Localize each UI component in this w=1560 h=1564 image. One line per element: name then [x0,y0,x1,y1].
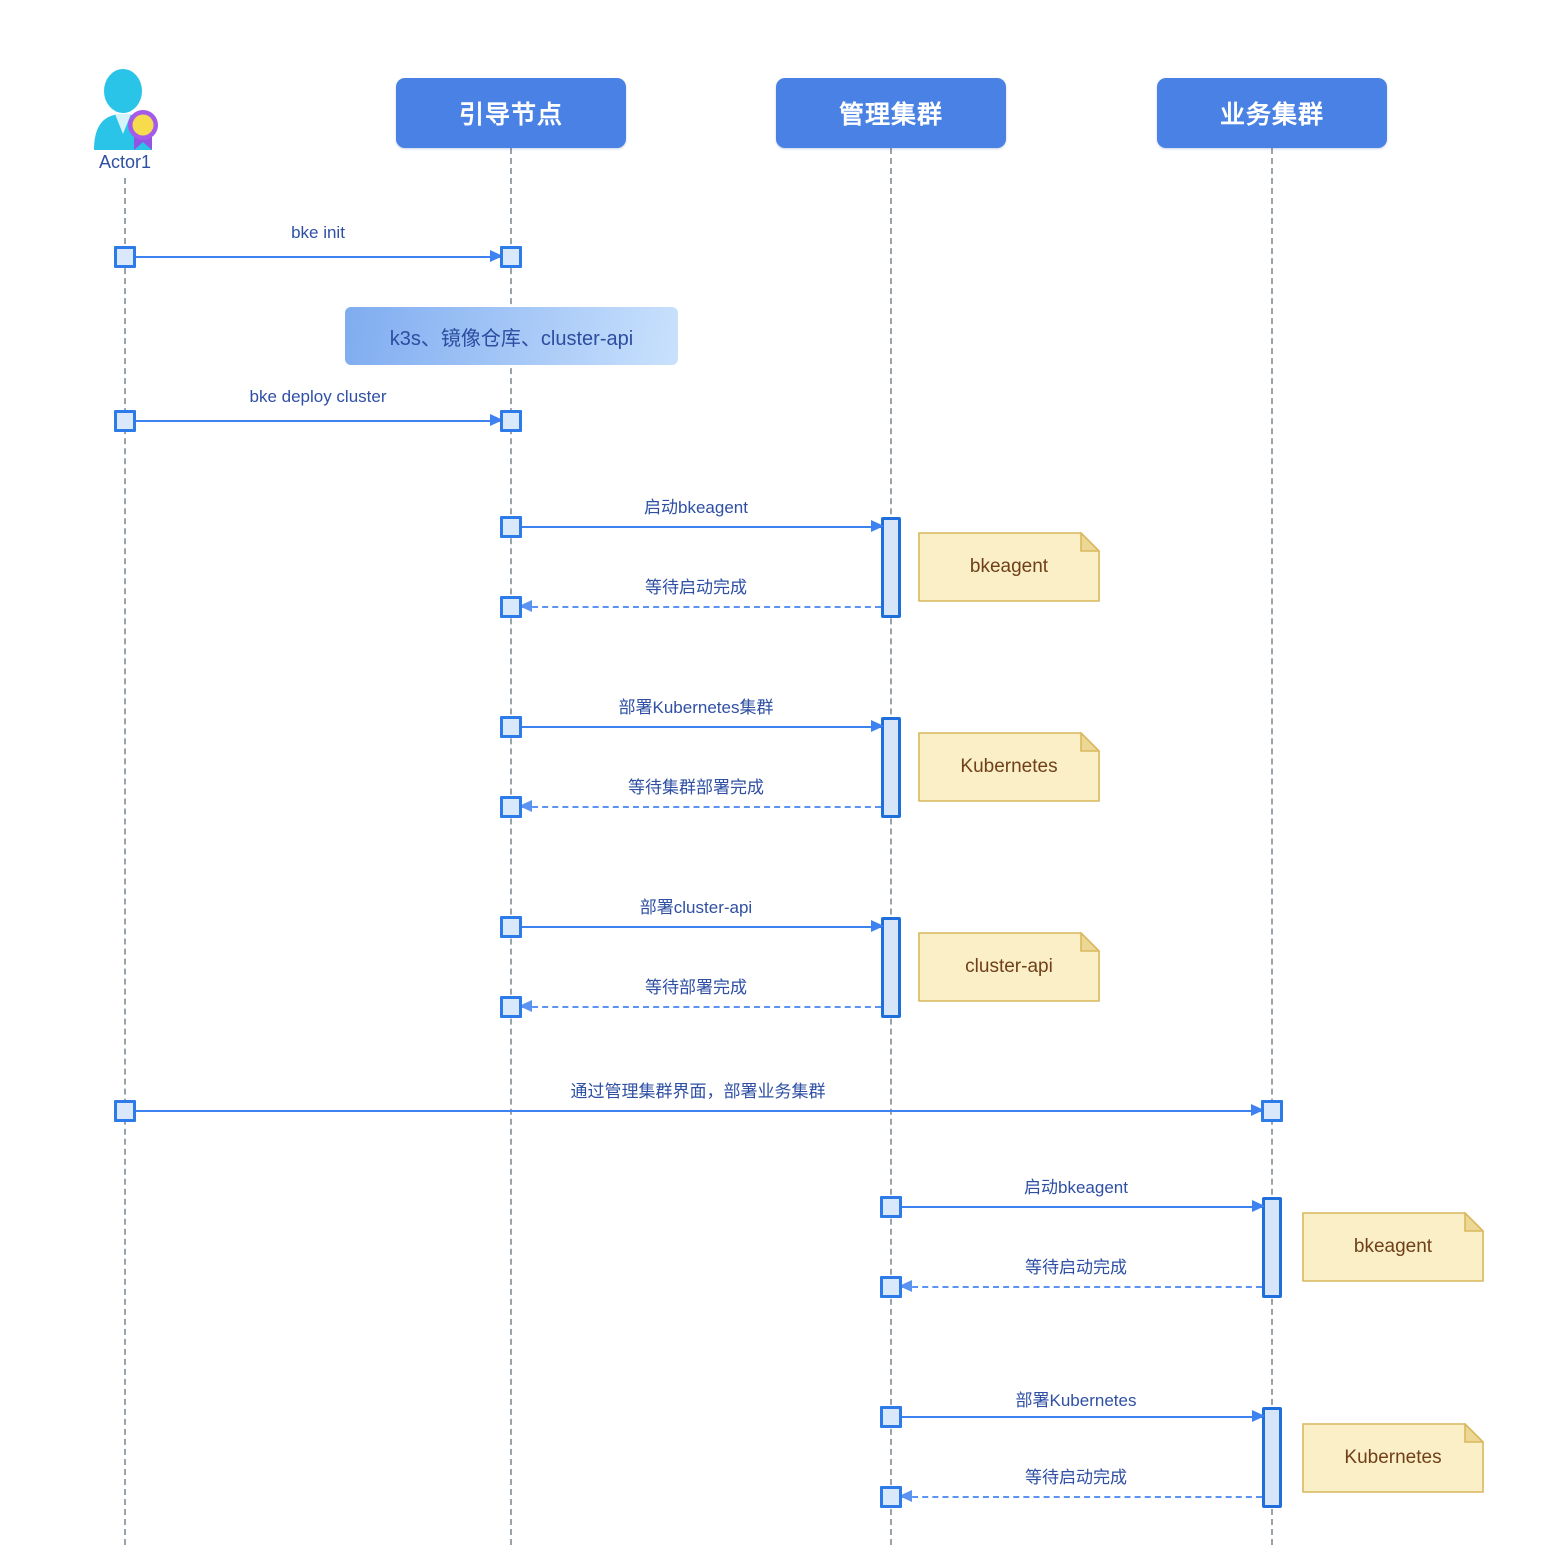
activation-square [880,1276,902,1298]
note-fold-icon [1080,532,1100,552]
arrowhead-icon [490,414,503,426]
activation-square [500,796,522,818]
arrowhead-icon [519,1000,532,1012]
note-text: bkeagent [969,556,1049,577]
arrowhead-icon [1252,1200,1265,1212]
activation-square [880,1196,902,1218]
message-label: 等待部署完成 [645,978,747,997]
message-arrow [899,1490,1262,1502]
note-text: cluster-api [965,956,1053,977]
lifeline-mgmt-cluster [890,148,892,1545]
participant-label: 引导节点 [458,101,563,129]
activation-bar-biz-1 [1262,1197,1282,1298]
activation-bar-mgmt-3 [881,917,901,1018]
activation-bar-mgmt-2 [881,717,901,818]
message-arrow [522,520,884,532]
note-fold-icon [1464,1212,1484,1232]
activation-square [500,916,522,938]
activation-square [880,1406,902,1428]
note-kubernetes-1: Kubernetes [918,732,1100,802]
note-boot-components: k3s、镜像仓库、cluster-api [345,307,678,365]
arrowhead-icon [899,1490,912,1502]
message-arrow [522,720,884,732]
actor-icon [94,69,158,150]
note-shape [918,532,1100,602]
activation-square [1261,1100,1283,1122]
message-label: bke init [291,223,345,242]
message-arrow [136,414,503,426]
badge-medal [132,114,154,136]
message-arrow [519,1000,881,1012]
note-fold-icon [1080,732,1100,752]
message-arrow [899,1280,1262,1292]
message-arrow [519,800,881,812]
arrowhead-icon [519,800,532,812]
note-shape [918,932,1100,1002]
participant-label: 业务集群 [1219,101,1324,129]
note-shape [1302,1212,1484,1282]
message-label: 等待启动完成 [1025,1258,1127,1277]
actor-label: Actor1 [98,152,152,172]
participant-label: 管理集群 [838,101,943,129]
message-label: 启动bkeagent [644,498,748,517]
activation-bar-mgmt-1 [881,517,901,618]
message-label: 等待集群部署完成 [628,778,764,797]
activation-square [500,996,522,1018]
activation-square [500,246,522,268]
message-label: 部署cluster-api [639,898,753,917]
message-label: bke deploy cluster [249,387,387,406]
message-arrow [902,1200,1265,1212]
actor-collar [115,114,131,134]
participant-mgmt-cluster: 管理集群 [776,78,1006,148]
message-label: 等待启动完成 [1025,1468,1127,1487]
activation-square [500,516,522,538]
arrowhead-icon [490,250,503,262]
message-label: 部署Kubernetes [1015,1391,1137,1410]
note-bkeagent-1: bkeagent [918,532,1100,602]
note-fold-icon [1080,932,1100,952]
note-text: Kubernetes [960,756,1058,777]
message-arrow [522,920,884,932]
arrowhead-icon [1251,1104,1264,1116]
arrowhead-icon [871,920,884,932]
note-text: k3s、镜像仓库、cluster-api [389,327,634,350]
note-cluster-api: cluster-api [918,932,1100,1002]
participant-boot-node: 引导节点 [396,78,626,148]
message-label: 部署Kubernetes集群 [618,698,774,717]
activation-square [114,246,136,268]
note-shape [1302,1423,1484,1493]
note-kubernetes-2: Kubernetes [1302,1423,1484,1493]
message-arrow [136,250,503,262]
note-text: Kubernetes [1344,1447,1442,1468]
arrowhead-icon [899,1280,912,1292]
activation-square [500,716,522,738]
message-label: 通过管理集群界面，部署业务集群 [570,1082,826,1101]
note-bkeagent-2: bkeagent [1302,1212,1484,1282]
arrowhead-icon [1252,1410,1265,1422]
activation-square [500,596,522,618]
message-arrow [902,1410,1265,1422]
note-fold-icon [1464,1423,1484,1443]
participant-biz-cluster: 业务集群 [1157,78,1387,148]
message-arrow [519,600,881,612]
actor-head [104,69,142,113]
activation-square [114,410,136,432]
activation-square [114,1100,136,1122]
message-label: 启动bkeagent [1024,1178,1128,1197]
lifeline-biz-cluster [1271,148,1273,1545]
arrowhead-icon [871,720,884,732]
activation-square [500,410,522,432]
note-text: bkeagent [1353,1236,1433,1257]
message-label: 等待启动完成 [645,578,747,597]
activation-bar-biz-2 [1262,1407,1282,1508]
lifeline-actor [124,178,126,1545]
note-shape [918,732,1100,802]
message-arrow [136,1104,1264,1116]
lifeline-boot-node [510,148,512,1545]
activation-square [880,1486,902,1508]
arrowhead-icon [519,600,532,612]
arrowhead-icon [871,520,884,532]
